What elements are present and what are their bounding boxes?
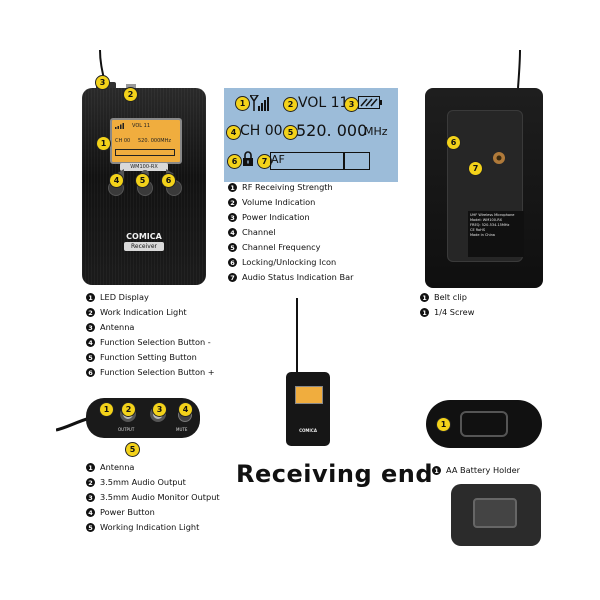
lcd-badge-3: 3 (345, 98, 358, 111)
screw-icon (493, 152, 505, 164)
battery-icon (358, 96, 382, 109)
back-antenna-icon (517, 50, 521, 89)
lcd-volume: VOL 11 (298, 95, 349, 111)
mute-label: MUTE (176, 427, 188, 432)
badge-work-light: 2 (124, 88, 137, 101)
label-sticker: UHF Wireless Microphone Model: WM100-RX … (468, 211, 524, 257)
lcd-diagram: 1 2 VOL 11 3 4 CH 00 5 520. 000 MHz 6 7 … (224, 88, 398, 182)
center-brand: COMICA (299, 428, 317, 433)
top-badge-1: 1 (100, 403, 113, 416)
lcd-badge-4: 4 (227, 126, 240, 139)
lcd-badge-1: 1 (236, 97, 249, 110)
badge-antenna: 3 (96, 76, 109, 89)
bar-divider (343, 153, 345, 169)
top-badge-5: 5 (126, 443, 139, 456)
badge-set: 5 (136, 174, 149, 187)
small-lcd-freq: 520. 000MHz (138, 138, 171, 144)
lcd-unit: MHz (364, 125, 388, 138)
small-lcd-ch: CH 00 (115, 138, 131, 144)
output-label: OUTPUT (118, 427, 135, 432)
badge-minus: 4 (110, 174, 123, 187)
badge-plus: 6 (162, 174, 175, 187)
battery-door (460, 411, 508, 437)
small-lcd-vol: VOL 11 (132, 123, 151, 129)
lcd-channel: CH 00 (240, 123, 283, 139)
receiver-back-body: UHF Wireless Microphone Model: WM100-RX … (425, 88, 543, 288)
small-lcd-screen: VOL 11 CH 00 520. 000MHz (110, 118, 182, 164)
badge-belt-clip: 6 (447, 136, 460, 149)
lcd-badge-5: 5 (284, 126, 297, 139)
audio-status-bar: AF (270, 152, 370, 170)
model-label: WM100-RX (120, 163, 168, 171)
rf-signal-icon (250, 95, 269, 111)
lock-icon (243, 151, 253, 166)
lcd-af: AF (271, 153, 285, 166)
badge-screw: 7 (469, 162, 482, 175)
battery-open-image (451, 484, 541, 546)
lcd-badge-6: 6 (228, 155, 241, 168)
brand-sub-label: Receiver (124, 242, 164, 251)
lcd-badge-7: 7 (258, 155, 271, 168)
top-badge-2: 2 (122, 403, 135, 416)
center-antenna-icon (296, 298, 298, 376)
badge-led-display: 1 (97, 137, 110, 150)
center-receiver-image: COMICA (286, 372, 330, 446)
top-badge-3: 3 (153, 403, 166, 416)
center-lcd (295, 386, 323, 404)
lcd-badge-2: 2 (284, 98, 297, 111)
belt-clip: UHF Wireless Microphone Model: WM100-RX … (447, 110, 524, 262)
brand-logo: COMICA (126, 232, 162, 241)
top-badge-4: 4 (179, 403, 192, 416)
page-title: Receiving end (236, 460, 434, 488)
battery-badge: 1 (437, 418, 450, 431)
lcd-frequency: 520. 000 (296, 121, 368, 140)
small-lcd-bar (115, 149, 175, 156)
signal-icon (115, 123, 124, 129)
battery-compartment (473, 498, 517, 528)
